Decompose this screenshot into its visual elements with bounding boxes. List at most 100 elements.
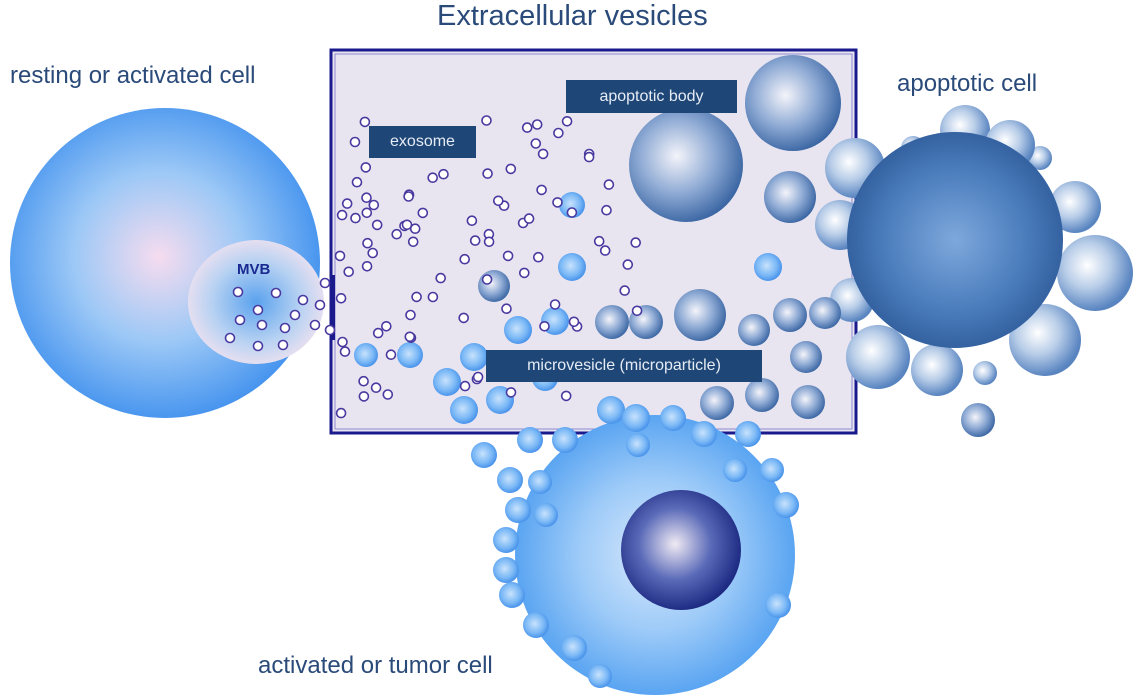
apoptotic-body (700, 386, 734, 420)
exosome (458, 312, 470, 324)
apoptotic-bleb (973, 361, 997, 385)
apoptotic-bleb (846, 325, 910, 389)
microvesicle (723, 458, 747, 482)
exosome (631, 305, 643, 317)
exosome (483, 236, 495, 248)
microvesicle (626, 433, 650, 457)
exosome-tag: exosome (369, 126, 476, 158)
exosome (523, 213, 535, 224)
apoptotic-body (738, 314, 770, 346)
exosome (630, 237, 642, 248)
microvesicle (528, 470, 552, 494)
exosome (334, 250, 346, 262)
microvesicle (523, 612, 549, 638)
microvesicle (433, 368, 461, 396)
apoptotic-body (478, 270, 510, 302)
exosome (380, 320, 392, 332)
exosome (335, 407, 347, 419)
exosome (289, 309, 301, 321)
exosome (314, 299, 326, 311)
exosome (622, 259, 634, 270)
apoptotic-bleb (911, 344, 963, 396)
exosome (404, 331, 416, 343)
exosome (361, 260, 373, 272)
microvesicle (397, 342, 423, 368)
exosome (360, 162, 372, 173)
apoptotic-body (745, 55, 841, 151)
exosome (502, 250, 514, 262)
exosome (339, 346, 351, 357)
exosome (583, 151, 595, 163)
exosome (427, 172, 439, 183)
exosome (482, 168, 493, 179)
exosome (252, 340, 264, 352)
exosome (531, 119, 543, 130)
exosome (319, 277, 331, 289)
microvesicle (354, 343, 378, 367)
microvesicle (450, 396, 478, 424)
microvesicle (534, 503, 558, 527)
exosome (501, 303, 512, 315)
exosome (337, 336, 348, 348)
microvesicle (765, 592, 791, 618)
microvesicle (588, 664, 612, 688)
resting-cell-label: resting or activated cell (10, 62, 256, 89)
mvb-label: MVB (237, 261, 271, 278)
microvesicle (552, 427, 578, 453)
apoptotic-body (595, 305, 629, 339)
microvesicle (504, 316, 532, 344)
apoptotic-bleb (1009, 304, 1081, 376)
exosome (566, 207, 578, 218)
apoptotic-body-tag: apoptotic body (566, 80, 737, 113)
exosome (277, 339, 289, 351)
exosome (537, 148, 549, 160)
apoptotic-body (764, 171, 816, 223)
exosome (371, 219, 383, 231)
exosome (435, 272, 447, 284)
exosome (358, 375, 369, 387)
tumor-cell (515, 415, 795, 695)
exosome (427, 291, 439, 303)
exosome (368, 199, 380, 211)
exosome (549, 299, 561, 310)
exosome (561, 116, 573, 127)
exosome (270, 287, 282, 299)
exosome (568, 316, 580, 328)
exosome (407, 236, 419, 248)
microvesicle-tag: microvesicle (microparticle) (486, 350, 762, 382)
exosome (472, 371, 484, 383)
exosome (481, 115, 492, 126)
diagram-title: Extracellular vesicles (437, 0, 708, 32)
apoptotic-body (961, 403, 995, 437)
apoptotic-cell (815, 105, 1133, 437)
exosome (385, 349, 397, 361)
exosome (518, 267, 530, 279)
apoptotic-bleb (1049, 181, 1101, 233)
nucleus (621, 490, 741, 610)
exosome (256, 319, 268, 331)
apoptotic-cell-label: apoptotic cell (897, 70, 1038, 97)
exosome (438, 168, 449, 180)
microvesicle (691, 421, 717, 447)
microvesicle (517, 427, 543, 453)
exosome (232, 286, 244, 298)
apoptotic-body (791, 385, 825, 419)
exosome (619, 285, 631, 296)
exosome (560, 390, 572, 402)
microvesicle (660, 405, 686, 431)
exosome (349, 136, 361, 148)
exosome (469, 235, 481, 246)
microvesicle (493, 527, 519, 553)
exosome (492, 195, 504, 207)
apoptotic-body (790, 341, 822, 373)
microvesicle (597, 396, 625, 424)
microvesicle (735, 421, 761, 447)
apoptotic-body (629, 108, 743, 222)
microvesicle (760, 458, 784, 482)
exosome (505, 387, 517, 398)
exosome (532, 251, 544, 263)
microvesicle (493, 557, 519, 583)
exosome (539, 320, 550, 332)
exosome (409, 223, 421, 234)
exosome (343, 266, 355, 278)
